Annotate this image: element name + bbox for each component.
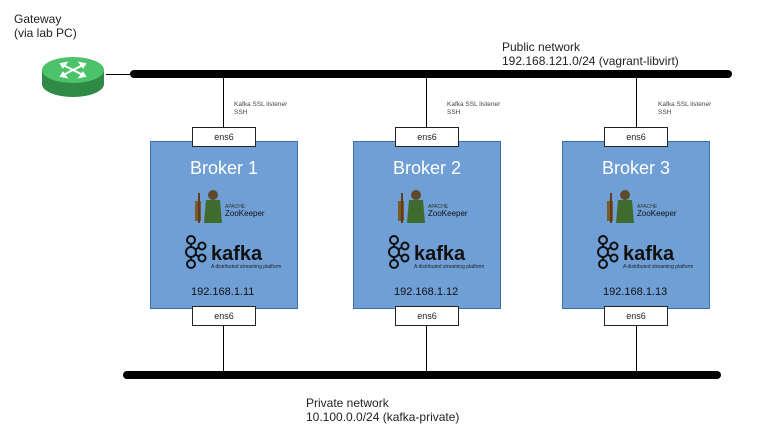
public-network-name: Public network [502, 40, 581, 54]
broker-2-nic-private[interactable]: ens6 [395, 306, 459, 326]
public-network-label: Public network 192.168.121.0/24 (vagrant… [502, 40, 679, 68]
gateway-label: Gateway (via lab PC) [14, 12, 77, 40]
zookeeper-logo: APACHE ZooKeeper [398, 190, 468, 223]
public-network-bus [130, 70, 732, 78]
gateway-label-line1: Gateway [14, 12, 62, 26]
broker-title: Broker 3 [601, 158, 671, 178]
svg-text:APACHE: APACHE [428, 204, 449, 210]
private-network-subnet: 10.100.0.0/24 (kafka-private) [306, 410, 460, 424]
broker-3-private-link [636, 326, 637, 371]
svg-text:kafka: kafka [414, 243, 466, 265]
svg-text:APACHE: APACHE [225, 204, 246, 210]
broker-2-nic-public[interactable]: ens6 [395, 127, 459, 147]
broker-title: Broker 2 [392, 158, 462, 178]
svg-text:ZooKeeper: ZooKeeper [428, 209, 468, 218]
broker-3-nic-private[interactable]: ens6 [604, 306, 668, 326]
kafka-logo: kafka A distributed streaming platform [597, 235, 693, 270]
broker-2-public-link [426, 78, 427, 127]
broker-ip: 192.168.1.12 [394, 286, 459, 298]
svg-text:kafka: kafka [623, 243, 675, 265]
router-icon [42, 57, 104, 97]
svg-text:A distributed streaming platfo: A distributed streaming platform [623, 264, 693, 270]
private-network-bus [123, 371, 721, 379]
zookeeper-logo: APACHE ZooKeeper [607, 190, 677, 223]
broker-1-nic-public[interactable]: ens6 [192, 127, 256, 147]
broker-2: Broker 2 APACHE ZooKeeper kafka A distri… [353, 141, 501, 309]
broker-1-private-link [223, 326, 224, 371]
broker-3: Broker 3 APACHE ZooKeeper kafka A distri… [562, 141, 710, 309]
broker-1-public-link [223, 78, 224, 127]
broker-1: Broker 1 APACHE ZooKeeper kafka A distri… [150, 141, 298, 309]
gateway-link [106, 74, 132, 75]
svg-text:APACHE: APACHE [637, 204, 658, 210]
kafka-logo: kafka A distributed streaming platform [388, 235, 484, 270]
svg-text:ZooKeeper: ZooKeeper [637, 209, 677, 218]
svg-text:A distributed streaming platfo: A distributed streaming platform [414, 264, 484, 270]
broker-2-private-link [426, 326, 427, 371]
broker-3-public-link [636, 78, 637, 127]
broker-title: Broker 1 [189, 158, 259, 178]
broker-1-nic-private[interactable]: ens6 [192, 306, 256, 326]
broker-ip: 192.168.1.13 [603, 286, 668, 298]
svg-text:kafka: kafka [211, 243, 263, 265]
broker-ip: 192.168.1.11 [191, 286, 255, 298]
svg-text:ZooKeeper: ZooKeeper [225, 209, 265, 218]
zookeeper-logo: APACHE ZooKeeper [195, 190, 265, 223]
kafka-logo: kafka A distributed streaming platform [185, 235, 281, 270]
private-network-name: Private network [306, 396, 389, 410]
private-network-label: Private network 10.100.0.0/24 (kafka-pri… [306, 396, 459, 424]
gateway-label-line2: (via lab PC) [14, 26, 77, 40]
broker-3-nic-public[interactable]: ens6 [604, 127, 668, 147]
svg-text:A distributed streaming platfo: A distributed streaming platform [211, 264, 281, 270]
public-network-subnet: 192.168.121.0/24 (vagrant-libvirt) [502, 54, 679, 68]
